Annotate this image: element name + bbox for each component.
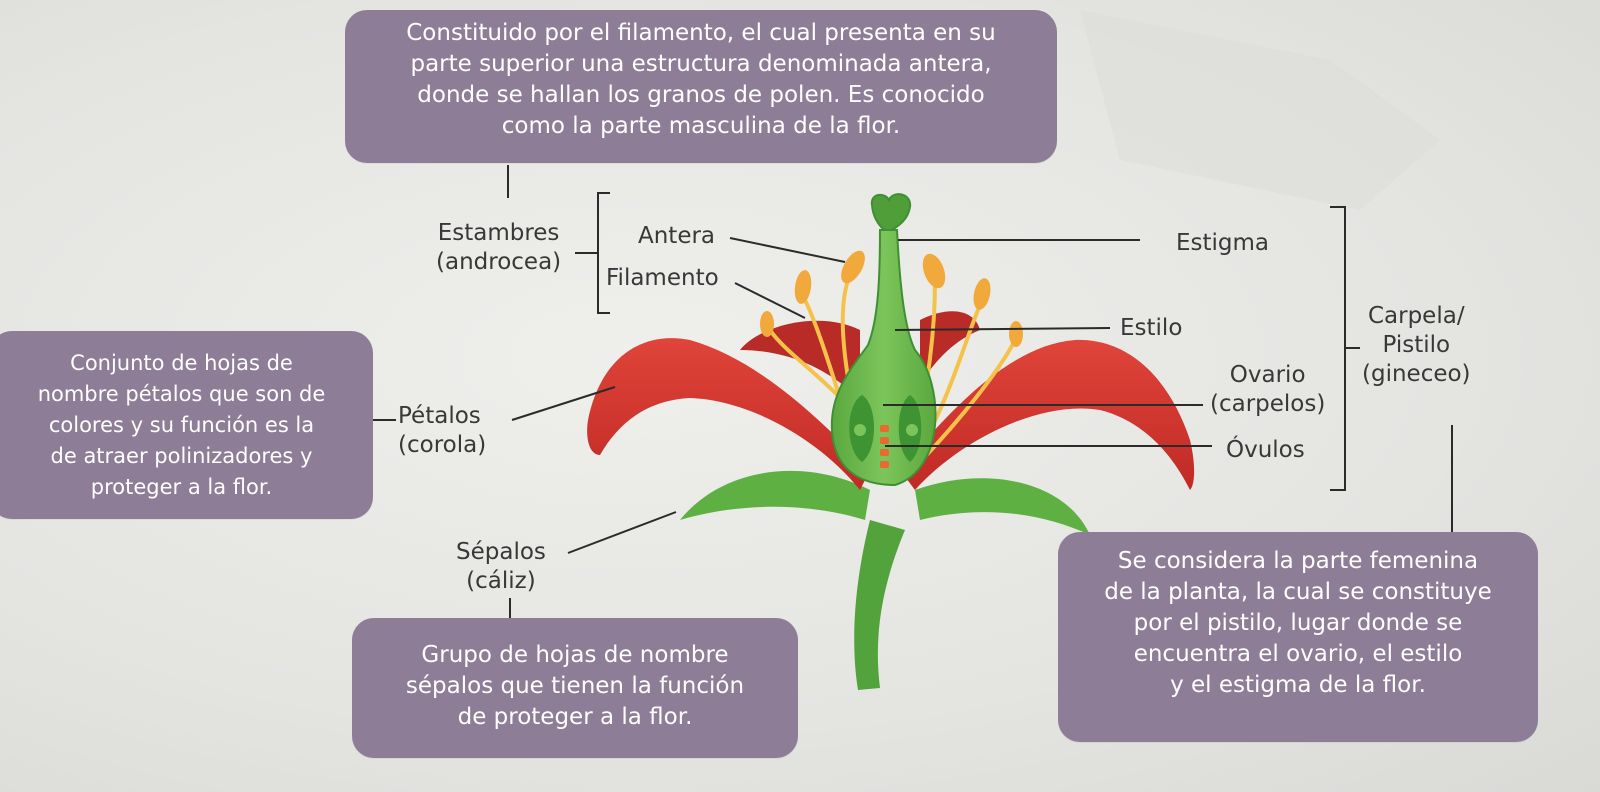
sepal-left: [680, 470, 870, 520]
label-ovary-name: Ovario: [1229, 362, 1306, 388]
text-line: por el pistilo, lugar donde se: [1133, 610, 1463, 636]
petal-left: [587, 338, 870, 490]
text-line: Constituido por el filamento, el cual pr…: [406, 20, 996, 46]
label-stigma: Estigma: [1176, 230, 1270, 256]
stamen-description-box: Constituido por el filamento, el cual pr…: [345, 10, 1057, 163]
text-line: donde se hallan los granos de polen. Es …: [417, 82, 985, 108]
label-carpel: Carpela/ Pistilo (gineceo): [1362, 302, 1471, 389]
label-ovules: Óvulos: [1226, 437, 1305, 463]
text-line: proteger a la flor.: [90, 475, 273, 499]
label-filament: Filamento: [606, 265, 719, 291]
text-line: Grupo de hojas de nombre: [421, 642, 729, 668]
carpel-description-box: Se considera la parte femenina de la pla…: [1058, 532, 1538, 742]
leader-filament: [734, 282, 806, 319]
leader-anther: [729, 237, 846, 263]
flower-stem: [854, 520, 905, 690]
label-petals: Pétalos (corola): [398, 402, 486, 460]
carpel-dot: [906, 424, 918, 436]
label-ovary-sub: (carpelos): [1210, 391, 1326, 417]
label-ovary: Ovario (carpelos): [1210, 361, 1325, 419]
petal-right: [900, 339, 1195, 490]
text-line: sépalos que tienen la función: [405, 673, 745, 699]
leader-style: [894, 327, 1111, 331]
stamen-bracket: [597, 192, 610, 314]
text-line: de proteger a la flor.: [457, 704, 693, 730]
leader-sepals: [567, 511, 677, 554]
petals-description-box: Conjunto de hojas de nombre pétalos que …: [0, 331, 373, 519]
label-anther: Antera: [638, 223, 716, 249]
leader-lines: [372, 165, 1453, 618]
label-style: Estilo: [1120, 315, 1183, 341]
text-line: y el estigma de la flor.: [1170, 672, 1426, 698]
text-line: Se considera la parte femenina: [1117, 548, 1479, 574]
background-arrow-shape: [1080, 10, 1440, 210]
label-stamens: Estambres (androcea): [436, 219, 561, 277]
text-line: como la parte masculina de la flor.: [501, 113, 901, 139]
label-carpel-name: Carpela/: [1367, 303, 1465, 329]
label-carpel-alt: Pistilo: [1382, 332, 1451, 358]
carpel-dot: [854, 424, 866, 436]
label-stamens-name: Estambres: [437, 220, 560, 246]
ovules: [880, 425, 889, 468]
leader-petals: [511, 386, 616, 421]
sepals-description-box: Grupo de hojas de nombre sépalos que tie…: [352, 618, 798, 758]
text-line: encuentra el ovario, el estilo: [1133, 641, 1463, 667]
label-sepals-group: (cáliz): [466, 568, 536, 594]
text-line: de la planta, la cual se constituye: [1104, 579, 1492, 605]
label-stamens-group: (androcea): [436, 249, 562, 275]
label-sepals: Sépalos (cáliz): [456, 538, 546, 596]
label-sepals-name: Sépalos: [456, 539, 546, 565]
text-line: de atraer polinizadores y: [50, 444, 313, 468]
label-carpel-group: (gineceo): [1362, 361, 1471, 387]
stigma: [870, 193, 912, 231]
text-line: Conjunto de hojas de: [70, 351, 293, 375]
label-petals-name: Pétalos: [398, 403, 481, 429]
label-petals-group: (corola): [398, 432, 487, 458]
sepal-right: [915, 478, 1090, 535]
anthers: [760, 250, 1023, 347]
text-line: colores y su función es la: [48, 413, 315, 437]
carpel-bracket: [1330, 206, 1346, 491]
text-line: parte superior una estructura denominada…: [410, 51, 992, 77]
text-line: nombre pétalos que son de: [37, 382, 326, 406]
